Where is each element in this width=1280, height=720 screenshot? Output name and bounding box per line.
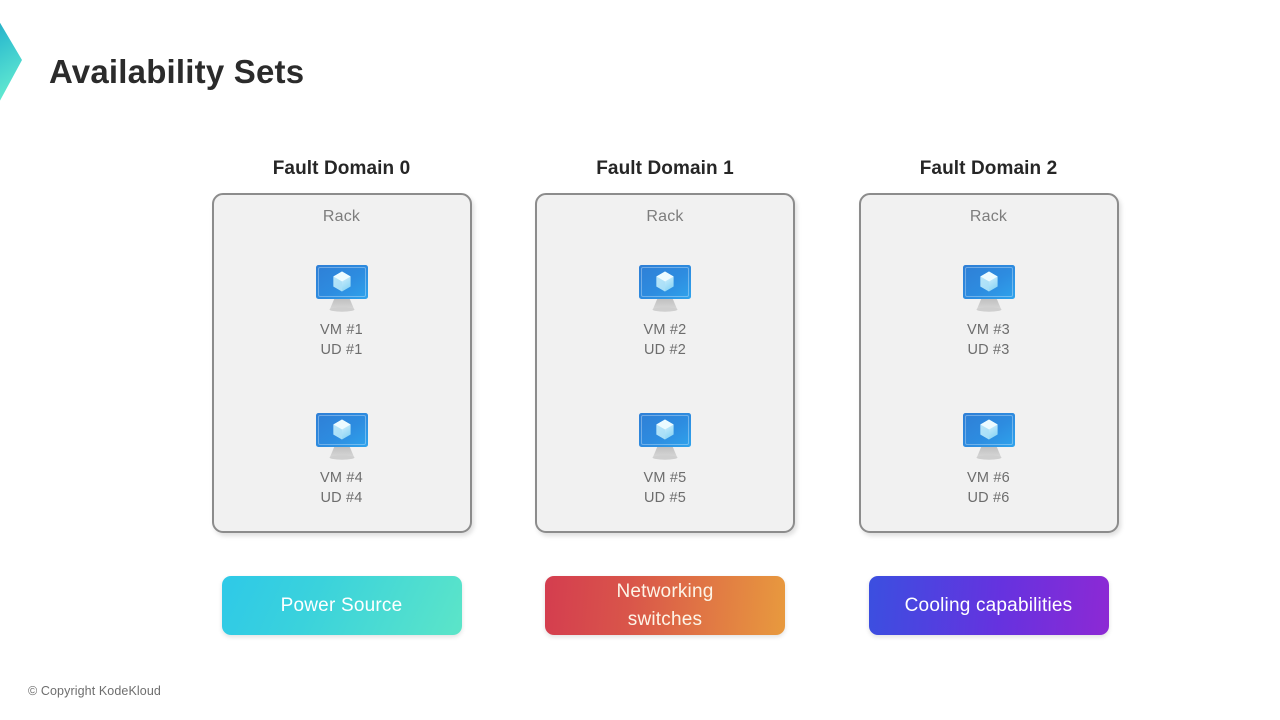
vm-update-domain: UD #5 — [643, 489, 687, 506]
vm-name: VM #1 — [320, 322, 363, 338]
vm-name: VM #6 — [967, 469, 1010, 486]
virtual-machine-icon — [639, 265, 691, 312]
vm-update-domain: UD #1 — [320, 341, 363, 358]
fault-domain-columns: Fault Domain 0 Rack — [195, 158, 1135, 533]
fault-domain-column-2: Fault Domain 2 Rack — [842, 158, 1135, 533]
vm-update-domain: UD #4 — [320, 489, 363, 506]
vm-labels: VM #3 UD #3 — [967, 321, 1010, 361]
virtual-machine-icon — [315, 265, 368, 312]
vm-item[interactable]: VM #6 UD #6 — [960, 411, 1018, 509]
vm-name: VM #2 — [643, 322, 687, 338]
vm-list: VM #2 UD #2 — [537, 263, 793, 508]
vm-name: VM #5 — [643, 469, 687, 486]
virtual-machine-icon — [315, 412, 368, 460]
vm-list: VM #1 UD #1 — [214, 263, 470, 508]
vm-list: VM #3 UD #3 — [861, 263, 1117, 508]
button-slot-0: Power Source — [195, 576, 488, 635]
rack-card-1: Rack VM #2 — [535, 193, 795, 533]
vm-item[interactable]: VM #3 UD #3 — [960, 263, 1018, 361]
vm-name: VM #4 — [320, 469, 363, 486]
virtual-machine-icon — [962, 412, 1015, 460]
fault-domain-title: Fault Domain 0 — [272, 158, 411, 179]
rack-label: Rack — [646, 208, 684, 225]
vm-labels: VM #1 UD #1 — [320, 321, 363, 361]
vm-labels: VM #2 UD #2 — [644, 321, 687, 361]
rack-label: Rack — [322, 208, 361, 225]
fault-domain-title: Fault Domain 1 — [596, 158, 734, 179]
vm-update-domain: UD #6 — [967, 489, 1010, 506]
vm-labels: VM #5 UD #5 — [644, 469, 687, 509]
vm-update-domain: UD #3 — [967, 341, 1010, 358]
chevron-right-icon — [0, 22, 22, 101]
rack-card-2: Rack VM #3 — [858, 193, 1119, 533]
cooling-capabilities-label: Cooling capabilities — [904, 594, 1073, 616]
rack-card-0: Rack — [211, 193, 472, 533]
rack-label: Rack — [969, 208, 1008, 225]
fault-domain-column-0: Fault Domain 0 Rack — [195, 158, 488, 533]
power-source-button[interactable]: Power Source — [221, 576, 462, 635]
vm-item[interactable]: VM #2 UD #2 — [636, 263, 694, 361]
cooling-capabilities-button[interactable]: Cooling capabilities — [868, 576, 1109, 635]
vm-item[interactable]: VM #5 UD #5 — [636, 411, 694, 509]
virtual-machine-icon — [962, 265, 1015, 312]
fault-domain-title: Fault Domain 2 — [919, 158, 1058, 179]
vm-name: VM #3 — [967, 322, 1010, 338]
copyright-notice: © Copyright KodeKloud — [28, 684, 161, 698]
virtual-machine-icon — [639, 412, 691, 460]
button-slot-2: Cooling capabilities — [842, 576, 1135, 635]
page-title: Availability Sets — [49, 53, 305, 90]
vm-labels: VM #4 UD #4 — [320, 469, 363, 509]
vm-item[interactable]: VM #1 UD #1 — [313, 263, 371, 361]
vm-update-domain: UD #2 — [643, 341, 687, 358]
power-source-label: Power Source — [280, 594, 403, 616]
vm-labels: VM #6 UD #6 — [967, 469, 1010, 509]
vm-item[interactable]: VM #4 UD #4 — [313, 411, 371, 509]
fault-domain-column-1: Fault Domain 1 Rack — [519, 158, 812, 533]
